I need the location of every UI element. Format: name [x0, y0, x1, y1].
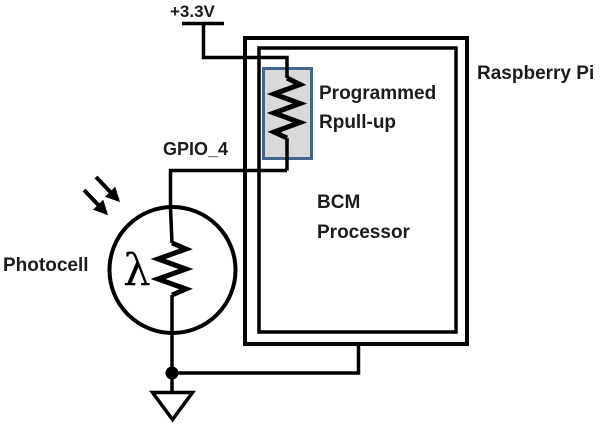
pullup-label: Programmed Rpull-up — [319, 79, 436, 137]
light-arrow-icon — [94, 175, 120, 203]
lambda-symbol: λ — [123, 245, 151, 296]
processor-label-line1: BCM — [317, 192, 361, 213]
pullup-label-line2: Rpull-up — [319, 112, 397, 133]
photocell-top-lead — [168, 207, 174, 244]
pullup-resistor-icon — [266, 75, 308, 141]
gpio4-wire — [168, 168, 287, 208]
bcm-processor-outline — [257, 46, 458, 334]
photocell-resistor-icon — [150, 240, 194, 298]
ground-symbol-icon — [149, 390, 196, 423]
light-arrow-icon — [82, 188, 108, 216]
supply-voltage-label: +3.3V — [170, 2, 215, 21]
pullup-label-line1: Programmed — [319, 83, 437, 104]
bcm-processor-label: BCM Processor — [317, 188, 410, 248]
raspberry-pi-label: Raspberry Pi — [477, 63, 595, 84]
gpio4-label: GPIO_4 — [163, 139, 229, 159]
ground-return-wire — [172, 345, 361, 375]
photocell-label: Photocell — [3, 255, 89, 276]
supply-wire — [201, 25, 289, 78]
processor-label-line2: Processor — [317, 222, 410, 243]
raspberry-pi-board-outline — [243, 36, 469, 346]
